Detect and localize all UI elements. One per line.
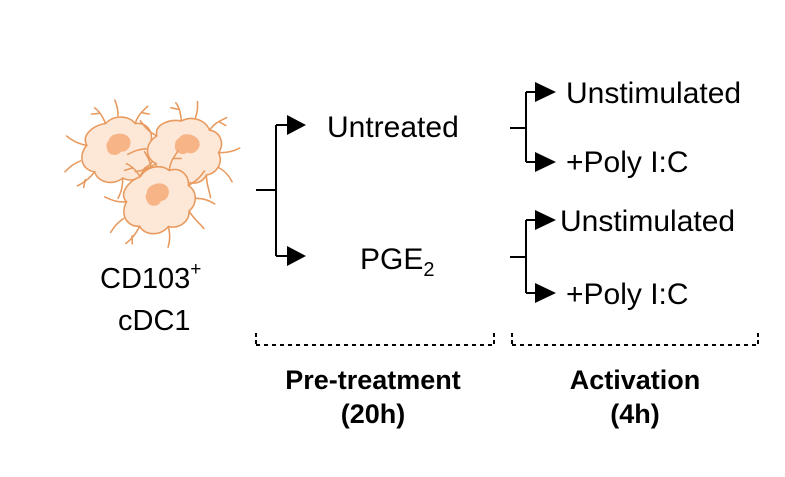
untreated-label: Untreated [327, 111, 459, 144]
pretreatment-bracket [256, 124, 288, 257]
arrow-to-pge2-polyic [535, 283, 556, 303]
pge2-polyic-label: +Poly I:C [566, 278, 689, 311]
arrow-to-untreated-polyic [535, 152, 556, 172]
activation-duration: (4h) [610, 399, 660, 429]
untreated-unstimulated-label: Unstimulated [566, 77, 741, 110]
arrow-to-untreated [287, 115, 306, 135]
arrow-to-pge2-unstim [535, 210, 556, 230]
untreated-polyic-label: +Poly I:C [566, 146, 689, 179]
untreated-activation-bracket [510, 91, 537, 163]
activation-title: Activation [570, 365, 701, 395]
arrow-to-untreated-unstim [535, 82, 556, 102]
arrow-to-pge2 [287, 246, 306, 266]
pretreatment-duration: (20h) [341, 399, 406, 429]
pge2-label: PGE2 [360, 243, 434, 281]
cell-label-line1: CD103+ [100, 259, 201, 295]
pge2-unstimulated-label: Unstimulated [560, 205, 735, 238]
activation-phase-bracket [511, 333, 759, 346]
pretreatment-phase-bracket [255, 333, 495, 346]
dc-cell-cluster-icon [64, 85, 254, 260]
cell-label-line2: cDC1 [118, 305, 191, 337]
pge2-activation-bracket [510, 219, 537, 294]
pretreatment-title: Pre-treatment [285, 365, 461, 395]
